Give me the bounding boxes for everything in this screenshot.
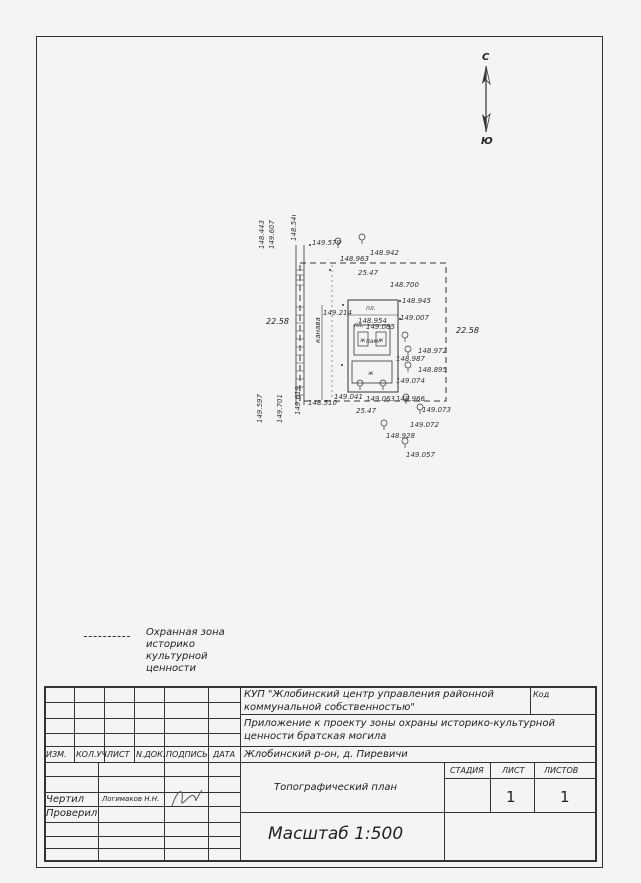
checked-role: Проверил	[46, 808, 98, 819]
protection-zone-boundary	[299, 262, 447, 402]
stage-header: СТАДИЯ	[450, 766, 484, 775]
signature-image	[171, 789, 203, 807]
elevation-label: 148.966	[396, 395, 425, 403]
header-izm: ИЗМ.	[46, 750, 67, 759]
header-ndok: N.ДОК.	[136, 750, 166, 759]
elevation-label: 148.700	[390, 281, 419, 289]
elevation-label: 148.546	[290, 215, 298, 241]
elevation-label: 149.085	[366, 323, 395, 331]
dimension-top: 25.47	[358, 269, 379, 277]
memorial-enclosure	[353, 324, 391, 356]
elevation-label: 149.214	[323, 309, 352, 317]
drew-name: Логимаков Н.Н.	[102, 795, 160, 803]
elevation-label: 148.987	[396, 355, 425, 363]
drawing-frame	[36, 36, 603, 868]
elevation-label: 148.972	[418, 347, 447, 355]
header-kol-uch: КОЛ.УЧ.	[76, 750, 110, 759]
elevation-label: 149.072	[410, 421, 439, 429]
elevation-label: 149.701	[276, 394, 284, 423]
area-label: пл.	[366, 305, 376, 312]
drew-role: Чертил	[46, 794, 85, 805]
north-label: С	[482, 52, 490, 63]
legend-text: Охранная зона историко культурной ценнос…	[146, 627, 225, 674]
dashed-line-symbol	[84, 636, 130, 637]
topographic-plan: 149.579 148.942 148.963 148.700 148.945 …	[256, 215, 451, 459]
road-label: канава	[314, 317, 322, 343]
survey-points	[309, 244, 401, 366]
sheet-header: ЛИСТ	[502, 766, 525, 775]
org-name: КУП "Жлобинский центр управления районно…	[244, 689, 494, 700]
header-podpis: ПОДПИСЬ	[166, 750, 208, 759]
symbol-label: ж	[359, 337, 366, 344]
elevation-label: 149.073	[422, 406, 451, 414]
location: Жлобинский р-он, д. Пиревичи	[244, 749, 408, 760]
elevation-label: 149.579	[312, 239, 341, 247]
elevation-label: 148.942	[370, 249, 399, 257]
title-block: ИЗМ. КОЛ.УЧ. ЛИСТ N.ДОК. ПОДПИСЬ ДАТА КУ…	[44, 686, 597, 862]
elevation-label: 149.063	[366, 395, 395, 403]
elevation-label: 149.057	[406, 451, 435, 459]
elevation-label: 148.928	[386, 432, 415, 440]
scale: Масштаб 1:500	[268, 824, 404, 844]
elevation-label: 148.963	[340, 255, 369, 263]
elevation-label: 149.041	[334, 393, 363, 401]
project-name: Приложение к проекту зоны охраны историк…	[244, 718, 555, 729]
symbol-label: ж	[367, 370, 374, 377]
north-arrow: С Ю	[472, 52, 502, 152]
header-list: ЛИСТ	[107, 750, 130, 759]
elevation-label: 148.895	[418, 366, 447, 374]
dimension-right: 22.58	[456, 326, 479, 335]
trees	[334, 233, 424, 448]
grave-plot	[351, 360, 393, 384]
site-boundary	[347, 299, 399, 393]
header-data: ДАТА	[213, 750, 236, 759]
monument-label: пам.	[366, 338, 380, 345]
south-label: Ю	[481, 136, 493, 147]
elevation-label: 148.510	[308, 399, 337, 407]
sheet-number: 1	[506, 788, 516, 806]
symbol-label: ж	[377, 337, 384, 344]
road-hatching	[296, 269, 304, 396]
elevation-label: 148.954	[358, 317, 387, 325]
elevation-label: 149.007	[400, 314, 429, 322]
org-name-2: коммунальной собственностью"	[244, 702, 416, 713]
elevation-label: 148.945	[402, 297, 431, 305]
document-title: Топографический план	[274, 782, 398, 793]
sheets-count: 1	[560, 788, 570, 806]
elevation-label: 149.074	[396, 377, 425, 385]
elevation-label: 149.597	[256, 394, 264, 423]
sheets-header: ЛИСТОВ	[544, 766, 579, 775]
elevation-label: 148.443	[258, 220, 266, 249]
dimension-bottom: 25.47	[356, 407, 377, 415]
elevation-label: 149.619	[294, 386, 302, 415]
legend: Охранная зона историко культурной ценнос…	[84, 627, 264, 687]
area-label: пл.	[354, 322, 364, 329]
dimension-left: 22.58	[266, 317, 289, 326]
north-arrow-icon	[482, 65, 491, 133]
code-label: Код	[533, 690, 550, 699]
project-name-2: ценности братская могила	[244, 731, 387, 742]
elevation-label: 149.607	[268, 220, 276, 249]
